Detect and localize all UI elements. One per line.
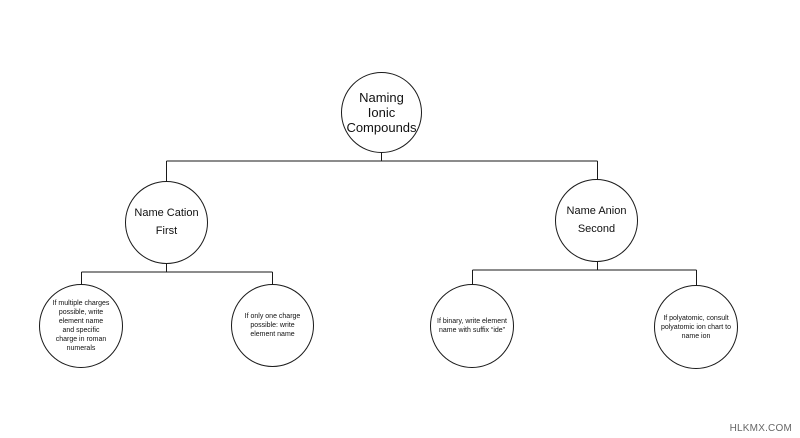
node-text-line: Naming (359, 90, 404, 105)
node-text-line: element name (250, 331, 295, 338)
node-text-line: charge in roman (55, 336, 107, 343)
node-text-line: Name Anion (566, 205, 627, 217)
node-name-anion-second: Name Anion Second (555, 179, 638, 262)
node-polyatomic: If polyatomic, consult polyatomic ion ch… (654, 285, 738, 369)
node-text-line: If only one charge (244, 313, 301, 320)
node-text-line: If multiple charges (52, 300, 110, 307)
node-text-line: possible, write (58, 309, 104, 316)
node-text-line: name with suffix “ide” (438, 327, 505, 334)
node-text-line: Ionic (367, 105, 396, 120)
node-binary-ide: If binary, write element name with suffi… (430, 284, 514, 368)
node-text-line: If polyatomic, consult (663, 314, 729, 322)
watermark: HLKMX.COM (729, 423, 792, 434)
node-text-line: possible: write (250, 322, 295, 329)
node-text-line: name ion (681, 332, 711, 340)
node-one-charge: If only one charge possible: write eleme… (231, 284, 314, 367)
node-text-line: polyatomic ion chart to (660, 323, 732, 331)
node-text-line: element name (58, 318, 104, 325)
node-text-line: If binary, write element (437, 318, 507, 325)
node-text-line: First (155, 225, 178, 237)
node-naming-ionic-compounds: Naming Ionic Compounds (341, 72, 422, 153)
node-text-line: Second (577, 223, 616, 235)
node-text-line: Name Cation (134, 207, 199, 219)
node-name-cation-first: Name Cation First (125, 181, 208, 264)
node-text-line: Compounds (346, 120, 417, 135)
node-multiple-charges: If multiple charges possible, write elem… (39, 284, 123, 368)
node-text-line: and specific (62, 327, 100, 334)
node-text-line: numerals (66, 345, 96, 352)
